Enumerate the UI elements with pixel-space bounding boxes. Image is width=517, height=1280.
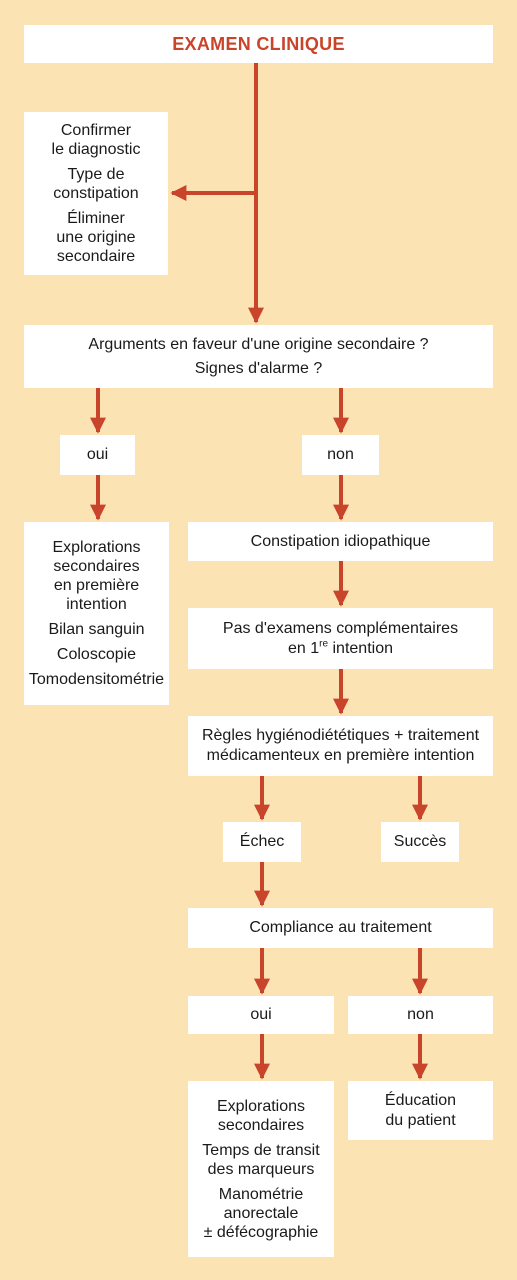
left-objectives-box: Confirmer le diagnostic Type de constipa… [24, 112, 168, 275]
left-box-line-2: le diagnostic [51, 141, 141, 158]
question-line-2: Signes d'alarme ? [194, 359, 323, 377]
succes-box: Succès [381, 822, 459, 862]
left-box-line-7: secondaire [56, 248, 136, 265]
regles-line-1: Règles hygiénodiététiques + traitement [201, 727, 480, 744]
diagram-title: EXAMEN CLINIQUE [172, 34, 345, 54]
explorations2-line-2: secondaires [217, 1116, 305, 1134]
explorations-first-box: Explorations secondaires en première int… [24, 522, 169, 705]
explorations1-line-5: Bilan sanguin [48, 621, 145, 638]
explorations1-line-3: en première [53, 577, 140, 594]
compliance-label: Compliance au traitement [249, 919, 432, 936]
non-label-2: non [407, 1006, 434, 1023]
left-box-line-6: une origine [56, 229, 136, 246]
oui-label-2: oui [250, 1006, 272, 1023]
non-box-2: non [348, 996, 493, 1034]
explorations1-line-2: secondaires [53, 558, 140, 575]
explorations1-line-1: Explorations [52, 539, 141, 556]
idiopathique-box: Constipation idiopathique [188, 522, 493, 561]
explorations-secondaires-box: Explorations secondaires Temps de transi… [188, 1081, 334, 1257]
oui-box-2: oui [188, 996, 334, 1034]
idiopathique-label: Constipation idiopathique [250, 532, 431, 550]
regles-box: Règles hygiénodiététiques + traitement m… [188, 716, 493, 776]
explorations1-line-7: Tomodensitométrie [28, 671, 165, 688]
explorations2-line-3: Temps de transit [202, 1141, 320, 1159]
explorations2-line-1: Explorations [216, 1097, 306, 1115]
left-box-line-1: Confirmer [60, 122, 132, 139]
explorations2-line-4: des marqueurs [207, 1160, 315, 1178]
left-box-line-5: Éliminer [67, 210, 125, 227]
succes-label: Succès [393, 833, 447, 850]
explorations1-line-4: intention [66, 596, 127, 613]
pas-examens-line-1: Pas d'examens complémentaires [222, 619, 459, 637]
non-box-1: non [302, 435, 379, 475]
left-box-line-4: constipation [53, 185, 139, 202]
explorations2-line-6: anorectale [223, 1204, 299, 1222]
left-box-line-3: Type de [67, 166, 125, 183]
compliance-box: Compliance au traitement [188, 908, 493, 948]
echec-label: Échec [239, 833, 285, 850]
pas-examens-line-2: en 1re intention [288, 638, 393, 657]
echec-box: Échec [223, 822, 301, 862]
non-label-1: non [327, 446, 354, 463]
question-box: Arguments en faveur d'une origine second… [24, 325, 493, 388]
question-line-1: Arguments en faveur d'une origine second… [88, 335, 429, 353]
explorations2-line-5: Manométrie [218, 1185, 304, 1203]
regles-line-2: médicamenteux en première intention [206, 747, 475, 764]
explorations1-line-6: Coloscopie [56, 646, 137, 663]
oui-label-1: oui [86, 446, 109, 463]
oui-box-1: oui [60, 435, 135, 475]
title-box: EXAMEN CLINIQUE [24, 25, 493, 63]
explorations2-line-7: ± défécographie [203, 1223, 319, 1241]
pas-examens-box: Pas d'examens complémentaires en 1re int… [188, 608, 493, 669]
education-line-2: du patient [385, 1111, 456, 1129]
education-box: Éducation du patient [348, 1081, 493, 1140]
education-line-1: Éducation [384, 1091, 457, 1109]
